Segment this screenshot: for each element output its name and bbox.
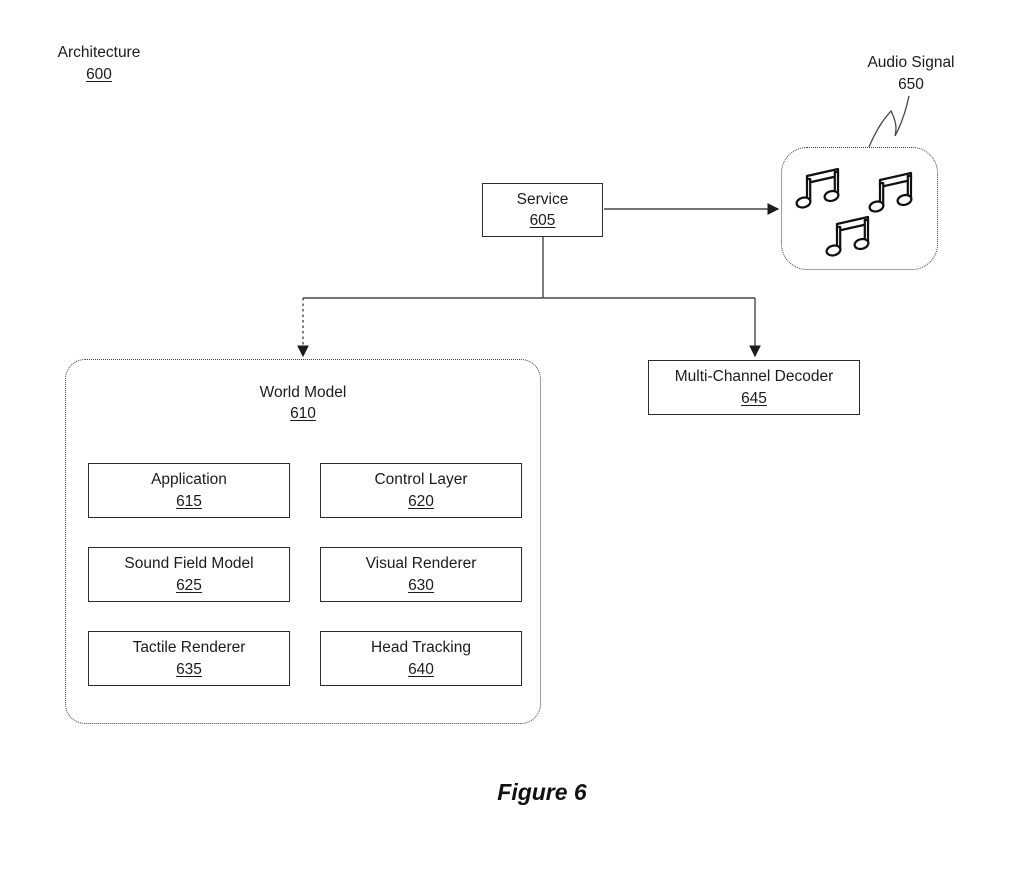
node-sound-field-model-label: Sound Field Model [124, 555, 254, 573]
node-world-model: World Model 610 Application 615 Control … [65, 359, 541, 724]
node-head-tracking-ref: 640 [408, 660, 434, 678]
architecture-label-ref: 600 [86, 65, 112, 83]
node-world-model-title: World Model 610 [260, 382, 347, 425]
beamed-eighth-notes-icon [825, 214, 875, 259]
architecture-label-title: Architecture [57, 44, 141, 61]
leader-line-650 [868, 95, 910, 148]
node-service: Service 605 [482, 183, 603, 237]
audio-signal-box [781, 147, 938, 270]
node-visual-renderer-label: Visual Renderer [365, 555, 477, 573]
architecture-label: Architecture 600 [39, 42, 159, 85]
node-head-tracking: Head Tracking 640 [320, 631, 522, 686]
node-control-layer: Control Layer 620 [320, 463, 522, 518]
node-application-ref: 615 [176, 492, 202, 510]
node-control-layer-ref: 620 [408, 492, 434, 510]
figure-caption: Figure 6 [497, 779, 587, 805]
node-multi-channel-decoder-label: Multi-Channel Decoder [674, 368, 834, 386]
node-service-ref: 605 [529, 212, 556, 229]
node-world-model-label: World Model [259, 384, 347, 401]
node-application: Application 615 [88, 463, 290, 518]
audio-signal-label: Audio Signal 650 [851, 52, 971, 95]
node-world-model-ref: 610 [290, 405, 316, 423]
beamed-eighth-notes-icon [868, 170, 918, 215]
node-tactile-renderer-ref: 635 [176, 660, 202, 678]
audio-signal-label-ref: 650 [898, 75, 924, 93]
node-multi-channel-decoder-ref: 645 [741, 389, 767, 407]
node-visual-renderer-ref: 630 [408, 576, 434, 594]
beamed-eighth-notes-icon [795, 166, 845, 211]
node-sound-field-model-ref: 625 [176, 576, 202, 594]
node-multi-channel-decoder: Multi-Channel Decoder 645 [648, 360, 860, 415]
node-visual-renderer: Visual Renderer 630 [320, 547, 522, 602]
node-tactile-renderer: Tactile Renderer 635 [88, 631, 290, 686]
node-application-label: Application [151, 471, 227, 489]
node-head-tracking-label: Head Tracking [371, 639, 471, 657]
node-control-layer-label: Control Layer [374, 471, 468, 489]
audio-signal-label-title: Audio Signal [867, 54, 955, 71]
node-service-label: Service [516, 190, 569, 208]
node-sound-field-model: Sound Field Model 625 [88, 547, 290, 602]
node-tactile-renderer-label: Tactile Renderer [132, 639, 246, 657]
